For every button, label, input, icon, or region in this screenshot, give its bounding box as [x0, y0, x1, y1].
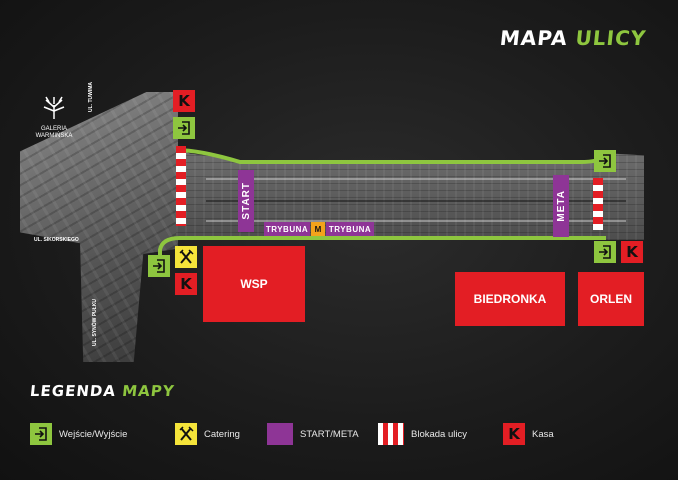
door-exit-icon — [178, 121, 190, 135]
kasa-icon: K — [175, 273, 197, 295]
route-top-edge — [175, 148, 608, 164]
route-bottom-edge — [158, 236, 606, 262]
building-orlen-label: ORLEN — [590, 292, 632, 306]
legend-label: Kasa — [532, 428, 554, 440]
start-label: START — [240, 182, 252, 220]
door-exit-icon — [599, 154, 611, 168]
k-letter-icon: K — [503, 423, 525, 445]
purple-swatch-icon — [267, 423, 293, 445]
legend-item-kasa: K Kasa — [503, 422, 554, 446]
kasa-icon: K — [173, 90, 195, 112]
legend-catering-swatch — [175, 423, 197, 445]
kasa-icon: K — [621, 241, 643, 263]
galeria-logo-icon — [43, 96, 65, 119]
street-blockade-left — [176, 146, 186, 226]
building-biedronka: BIEDRONKA — [455, 272, 565, 326]
tribune-left: TRYBUNA — [264, 222, 310, 236]
door-exit-icon — [153, 259, 165, 273]
lane-marking — [206, 220, 626, 222]
door-exit-icon — [35, 427, 47, 441]
meta-label: META — [555, 190, 567, 222]
building-wsp: WSP — [203, 246, 305, 322]
street-blockade-right — [593, 178, 603, 230]
tribune-media-label: M — [314, 224, 322, 234]
legend-label: Catering — [204, 428, 240, 440]
start-marker: START — [238, 170, 254, 232]
lane-marking — [206, 178, 626, 180]
building-orlen: ORLEN — [578, 272, 644, 326]
legend-item-blockade: Blokada ulicy — [378, 422, 467, 446]
legend-title: LEGENDA MAPY — [29, 382, 176, 400]
legend-label: Wejście/Wyjście — [59, 428, 128, 440]
tribune-right-label: TRYBUNA — [328, 224, 372, 234]
tribune-right: TRYBUNA — [326, 222, 374, 236]
street-label-tuwima: UL. TUWIMA — [88, 82, 94, 112]
entrance-exit-icon — [173, 117, 195, 139]
legend-title-part2: MAPY — [121, 382, 176, 400]
fork-knife-icon — [179, 426, 194, 441]
legend-item-catering: Catering — [175, 422, 240, 446]
median — [206, 200, 626, 202]
meta-marker: META — [553, 175, 569, 237]
legend: Wejście/Wyjście Catering START/META Blok… — [0, 422, 678, 446]
street-label-synow-pulku: UL. SYNÓW PUŁKU — [92, 299, 98, 346]
entrance-exit-icon — [594, 241, 616, 263]
building-wsp-label: WSP — [240, 277, 268, 291]
legend-item-start-meta: START/META — [267, 422, 359, 446]
catering-icon — [175, 246, 197, 268]
legend-entrance-swatch — [30, 423, 52, 445]
legend-label: Blokada ulicy — [411, 428, 467, 440]
entrance-exit-icon — [594, 150, 616, 172]
legend-label: START/META — [300, 428, 359, 440]
galeria-label: GALERIA WARMIŃSKA — [35, 126, 73, 139]
entrance-exit-icon — [148, 255, 170, 277]
tribune-media-badge: M — [311, 222, 325, 236]
fork-knife-icon — [179, 249, 194, 264]
legend-item-entrance: Wejście/Wyjście — [30, 422, 127, 446]
door-exit-icon — [599, 245, 611, 259]
tribune-left-label: TRYBUNA — [265, 224, 309, 234]
red-white-stripes-icon — [378, 423, 404, 445]
building-biedronka-label: BIEDRONKA — [473, 292, 547, 306]
legend-title-part1: LEGENDA — [29, 382, 117, 400]
street-label-sikorskiego: UL. SIKORSKIEGO — [34, 237, 79, 243]
